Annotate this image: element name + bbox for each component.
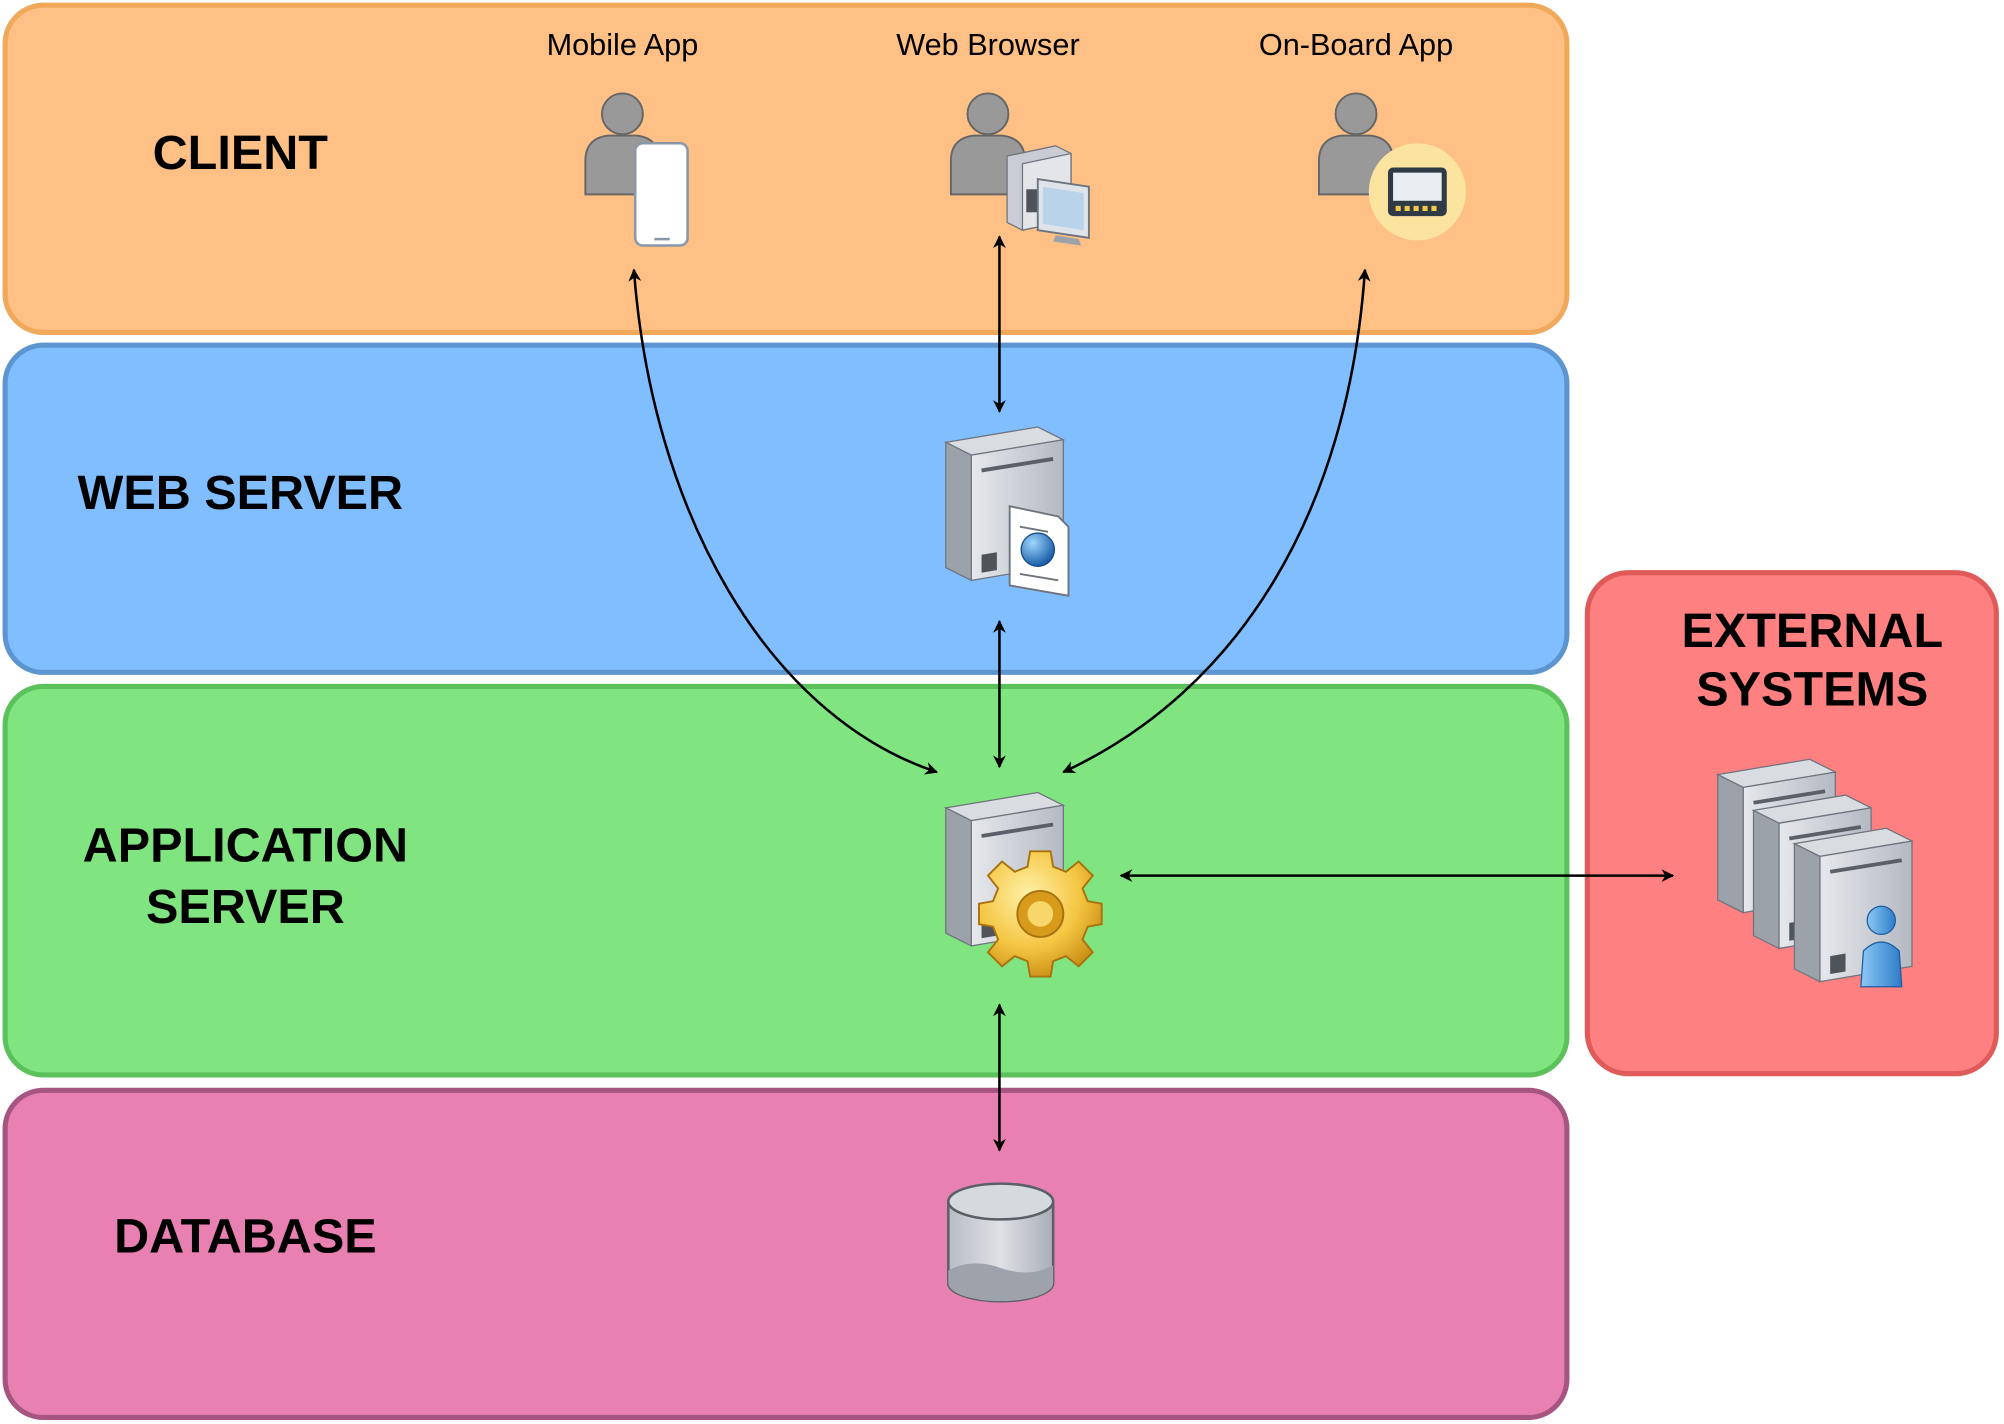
connector-on-board-app-to-application-server bbox=[1062, 268, 1371, 774]
web-server-title: WEB SERVER bbox=[78, 466, 404, 520]
database-layer bbox=[2, 1087, 1570, 1421]
client-title: CLIENT bbox=[153, 126, 329, 180]
user-with-phone-icon bbox=[584, 92, 689, 247]
external-systems-title-line-1: EXTERNAL bbox=[1681, 604, 1943, 658]
server-cluster-icon bbox=[1715, 757, 1914, 988]
client-label-on-board-app: On-Board App bbox=[1259, 28, 1453, 62]
application-server-title-line-1: APPLICATION bbox=[83, 819, 408, 873]
web-server-icon bbox=[943, 425, 1070, 597]
user-with-onboard-device-icon bbox=[1318, 92, 1466, 241]
database-cylinder-icon bbox=[947, 1182, 1055, 1303]
application-server-title-line-2: SERVER bbox=[146, 880, 345, 934]
database-title: DATABASE bbox=[114, 1210, 377, 1264]
user-with-desktop-computer-icon bbox=[949, 92, 1090, 246]
application-server-gear-icon bbox=[943, 790, 1103, 978]
client-label-mobile-app: Mobile App bbox=[547, 28, 699, 62]
connector-mobile-app-to-application-server bbox=[628, 268, 939, 775]
external-systems-title-line-2: SYSTEMS bbox=[1696, 663, 1928, 717]
client-label-web-browser: Web Browser bbox=[896, 28, 1079, 62]
